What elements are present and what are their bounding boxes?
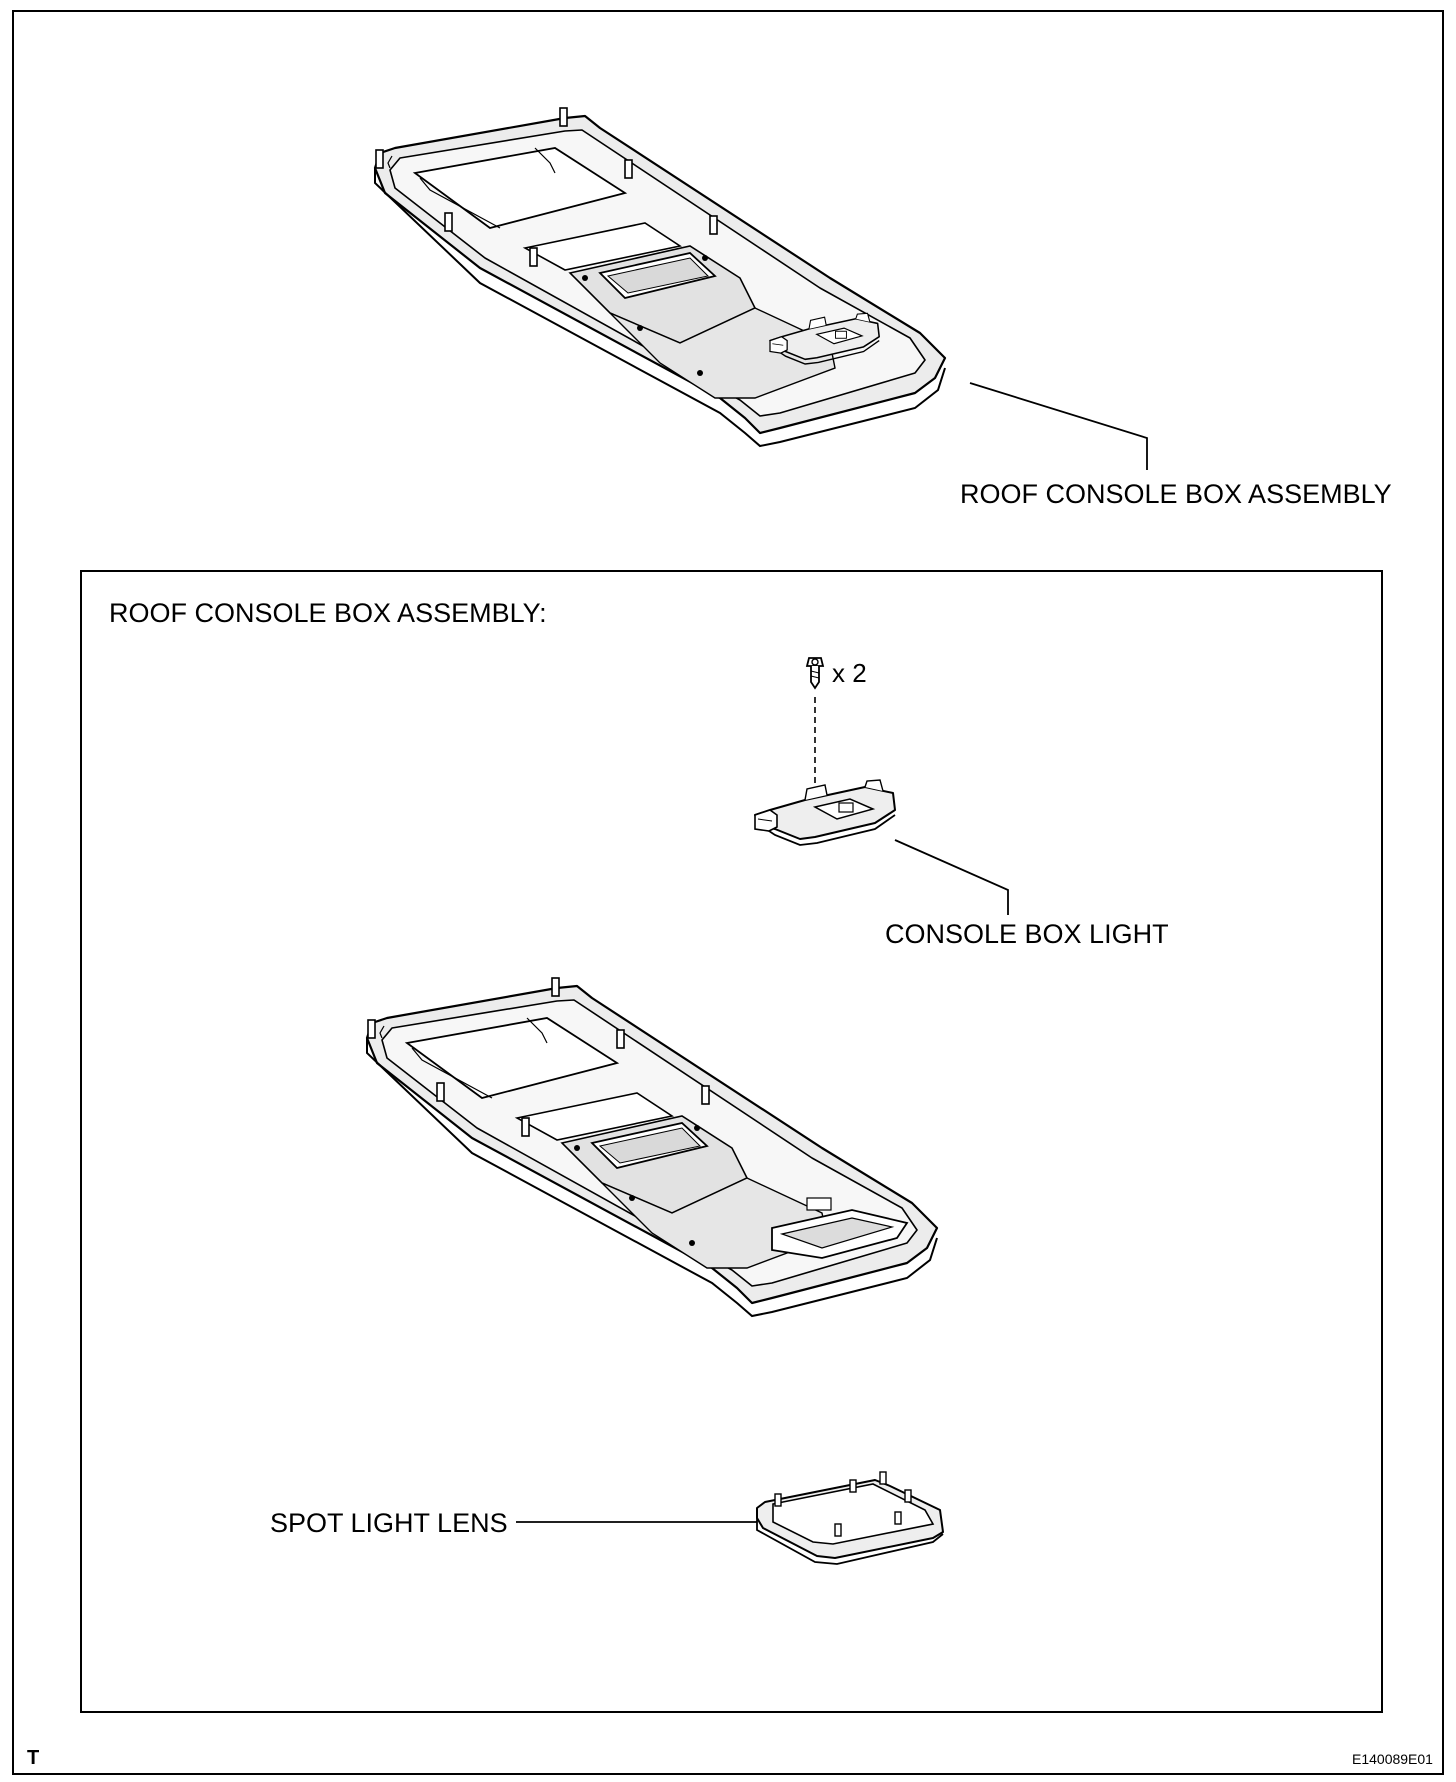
screw-icon — [805, 657, 825, 690]
figure-code: E140089E01 — [1352, 1751, 1433, 1767]
inset-title: ROOF CONSOLE BOX ASSEMBLY: — [109, 598, 547, 628]
corner-mark: T — [27, 1747, 40, 1769]
outer-frame — [12, 10, 1444, 1775]
leader-line-roof-console-box — [969, 382, 1148, 470]
console-box-light-drawing — [754, 779, 896, 846]
leader-line-console-box-light — [894, 839, 1009, 915]
label-spot-light-lens: SPOT LIGHT LENS — [270, 1508, 508, 1538]
spot-light-lens-drawing — [756, 1471, 944, 1565]
label-screw-quantity: x 2 — [832, 658, 867, 688]
inset-frame — [80, 570, 1383, 1713]
label-console-box-light: CONSOLE BOX LIGHT — [885, 919, 1169, 949]
label-roof-console-box-assembly: ROOF CONSOLE BOX ASSEMBLY — [960, 479, 1392, 509]
roof-console-box-assembly-drawing — [373, 106, 947, 448]
roof-console-box-tray-drawing — [365, 976, 939, 1318]
